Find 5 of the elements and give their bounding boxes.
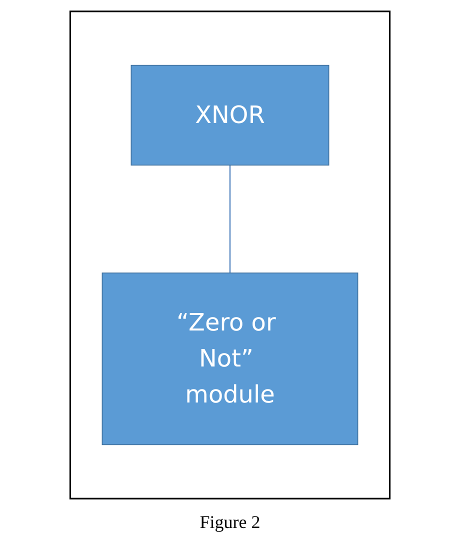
node-box: XNOR xyxy=(130,64,330,166)
figure-caption: Figure 2 xyxy=(200,512,260,532)
node-box: “Zero or Not” module xyxy=(102,272,358,446)
cluster xyxy=(69,10,391,500)
connector xyxy=(229,165,231,273)
